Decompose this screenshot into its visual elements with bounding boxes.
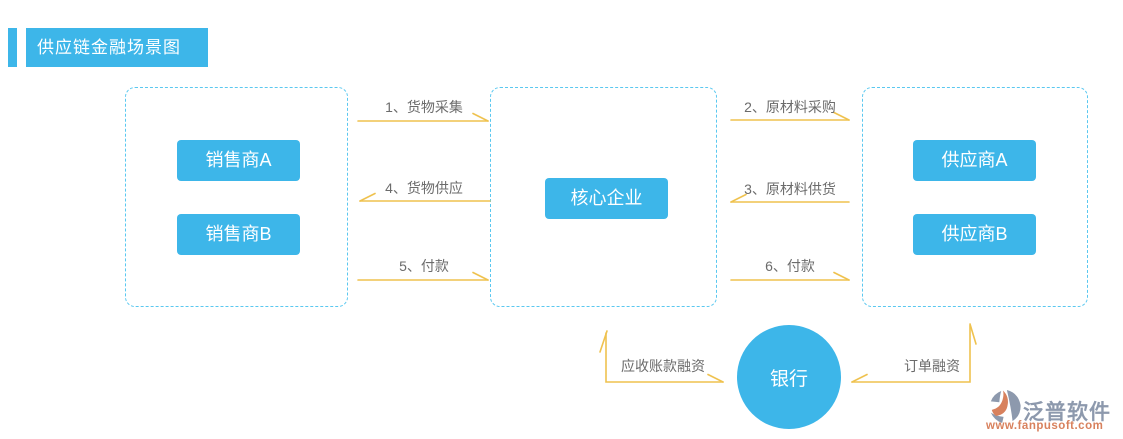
flow-label-goods-collection: 1、货物采集 (385, 99, 463, 115)
flow-label-material-purchase: 2、原材料采购 (744, 99, 836, 115)
title-accent-bar (8, 28, 17, 67)
node-seller-b[interactable]: 销售商B (177, 214, 300, 255)
flow-label-goods-supply: 4、货物供应 (385, 180, 463, 196)
node-supplier-a[interactable]: 供应商A (913, 140, 1036, 181)
flow-label-receivables-financing: 应收账款融资 (621, 358, 705, 374)
page-title: 供应链金融场景图 (26, 28, 208, 67)
brand-logo: 泛普软件 www.fanpusoft.com (986, 387, 1118, 435)
arrow-bank-left-head-up-icon (599, 330, 608, 353)
zone-suppliers (862, 87, 1088, 307)
brand-name: 泛普软件 (1023, 401, 1111, 424)
node-core-enterprise[interactable]: 核心企业 (545, 178, 668, 219)
node-seller-a[interactable]: 销售商A (177, 140, 300, 181)
zone-sellers (125, 87, 348, 307)
flow-label-payment-right: 6、付款 (765, 258, 815, 274)
fanpu-logo-icon (990, 390, 1021, 424)
flow-label-order-financing: 订单融资 (904, 358, 960, 374)
node-bank[interactable]: 银行 (737, 325, 841, 429)
flow-label-material-supply: 3、原材料供货 (744, 181, 836, 197)
flow-label-payment-left: 5、付款 (399, 258, 449, 274)
brand-website: www.fanpusoft.com (986, 420, 1104, 432)
zone-core (490, 87, 717, 307)
arrow-bank-right-head-up-icon (969, 323, 977, 345)
node-supplier-b[interactable]: 供应商B (913, 214, 1036, 255)
